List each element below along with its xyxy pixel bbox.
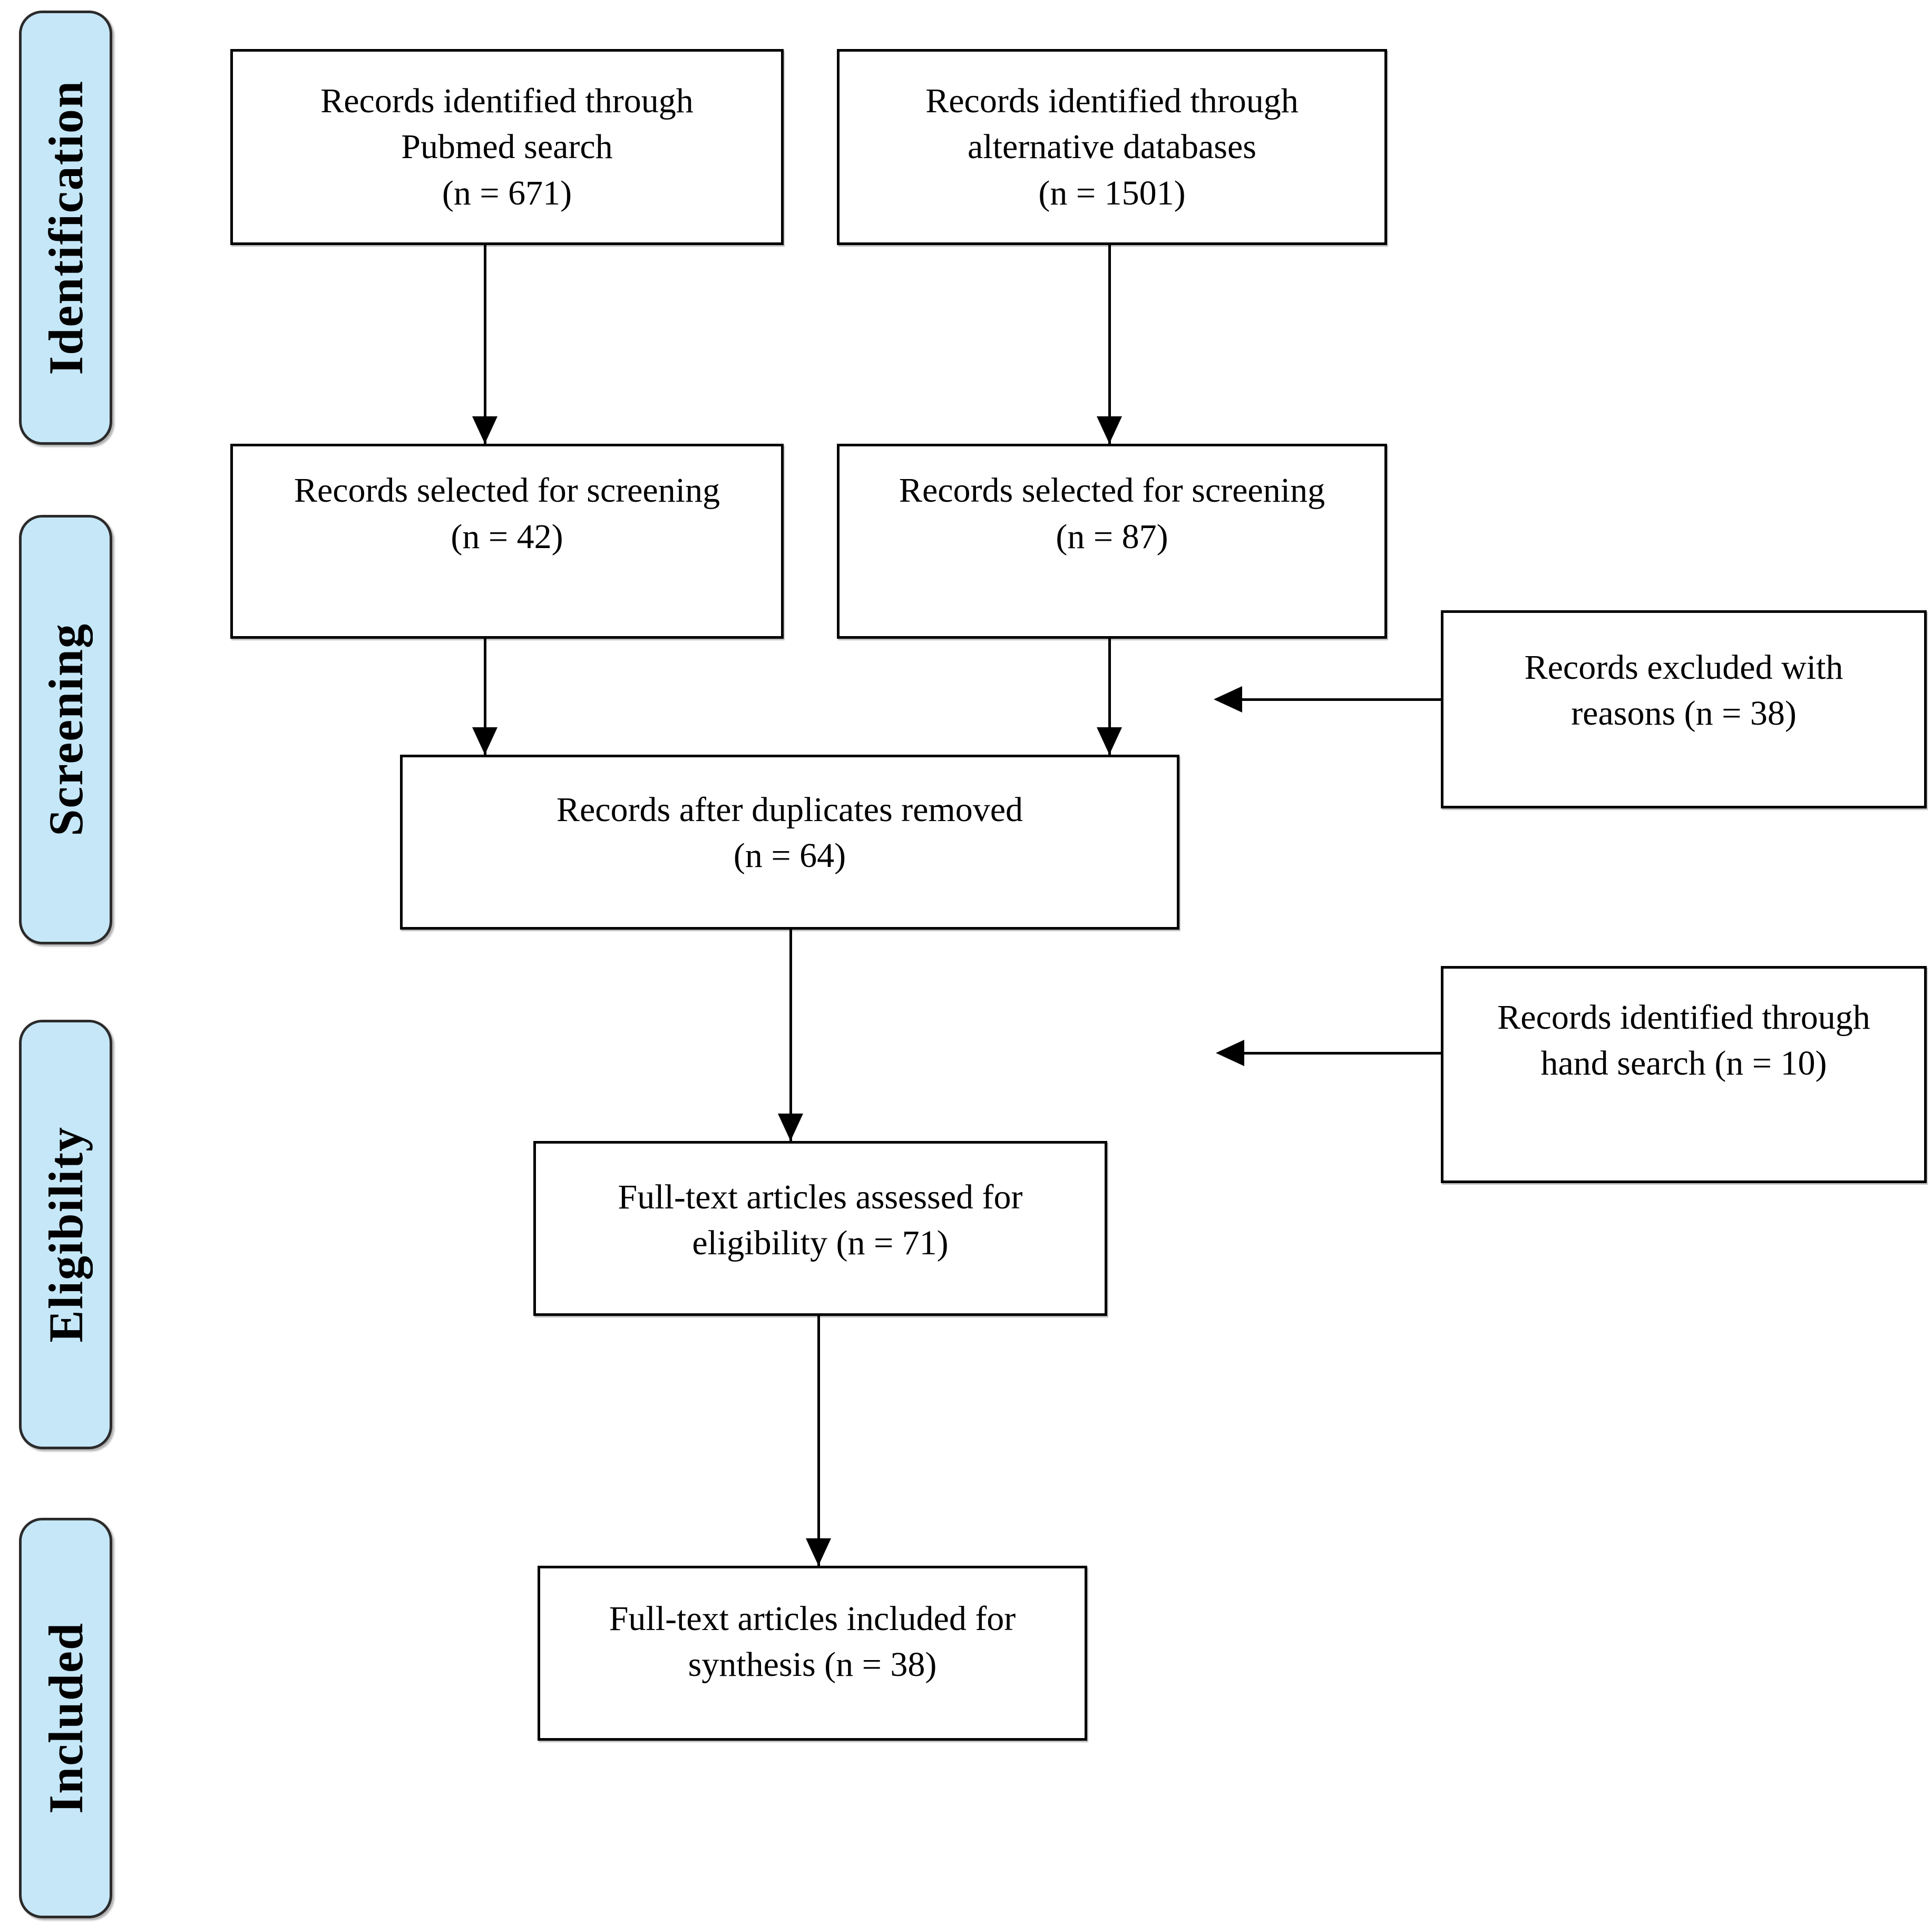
stage-label: Eligibility (38, 1126, 93, 1343)
arrow-line (789, 930, 792, 1141)
box-text-line: (n = 671) (442, 173, 572, 212)
box-text-line: Records selected for screening (899, 471, 1325, 510)
arrow-head-left-icon (1216, 1040, 1244, 1066)
box-text-line: Records identified through (1497, 998, 1870, 1037)
box-text-line: (n = 87) (1056, 517, 1168, 556)
box-records-excluded: Records excluded with reasons (n = 38) (1441, 610, 1927, 808)
stage-eligibility: Eligibility (19, 1020, 112, 1449)
arrow-line (1235, 698, 1441, 701)
arrow-head-down-icon (1097, 416, 1122, 444)
box-hand-search: Records identified through hand search (… (1441, 966, 1927, 1183)
box-text-line: (n = 64) (733, 836, 846, 875)
arrow-head-down-icon (778, 1114, 803, 1141)
box-records-pubmed: Records identified through Pubmed search… (230, 49, 784, 245)
box-screening-pubmed: Records selected for screening (n = 42) (230, 444, 784, 639)
box-text-line: (n = 1501) (1038, 173, 1186, 212)
arrow-head-down-icon (472, 727, 497, 755)
box-text-line: Records identified through (925, 82, 1299, 121)
box-fulltext-assessed: Full-text articles assessed for eligibil… (533, 1141, 1107, 1316)
box-text-line: eligibility (n = 71) (692, 1224, 949, 1262)
arrow-head-down-icon (1097, 727, 1122, 755)
box-screening-alt: Records selected for screening (n = 87) (837, 444, 1387, 639)
arrow-line (817, 1316, 820, 1566)
stage-label: Included (38, 1622, 93, 1814)
box-text-line: Pubmed search (401, 128, 613, 167)
box-text-line: synthesis (n = 38) (688, 1645, 937, 1684)
stage-included: Included (19, 1518, 112, 1918)
arrow-head-down-icon (472, 416, 497, 444)
stage-label: Identification (38, 80, 93, 375)
box-text-line: alternative databases (968, 128, 1256, 167)
arrow-line (1237, 1052, 1441, 1055)
box-text-line: Records identified through (320, 82, 694, 121)
arrow-line (484, 245, 486, 444)
arrow-head-down-icon (806, 1538, 831, 1566)
arrow-line (1108, 245, 1111, 444)
box-records-alt-databases: Records identified through alternative d… (837, 49, 1387, 245)
box-text-line: (n = 42) (451, 517, 563, 556)
box-text-line: Full-text articles assessed for (618, 1177, 1023, 1216)
box-text-line: hand search (n = 10) (1540, 1044, 1827, 1082)
stage-screening: Screening (19, 515, 112, 944)
stage-identification: Identification (19, 11, 112, 445)
arrow-line (484, 639, 486, 755)
box-text-line: Records after duplicates removed (556, 790, 1023, 829)
arrow-head-left-icon (1214, 686, 1242, 713)
box-text-line: reasons (n = 38) (1571, 694, 1797, 733)
box-duplicates-removed: Records after duplicates removed (n = 64… (400, 755, 1179, 930)
box-text-line: Full-text articles included for (609, 1599, 1016, 1638)
stage-label: Screening (38, 623, 93, 836)
box-text-line: Records excluded with (1524, 648, 1843, 687)
box-fulltext-included: Full-text articles included for synthesi… (538, 1566, 1087, 1741)
arrow-line (1108, 639, 1111, 755)
box-text-line: Records selected for screening (294, 471, 720, 510)
